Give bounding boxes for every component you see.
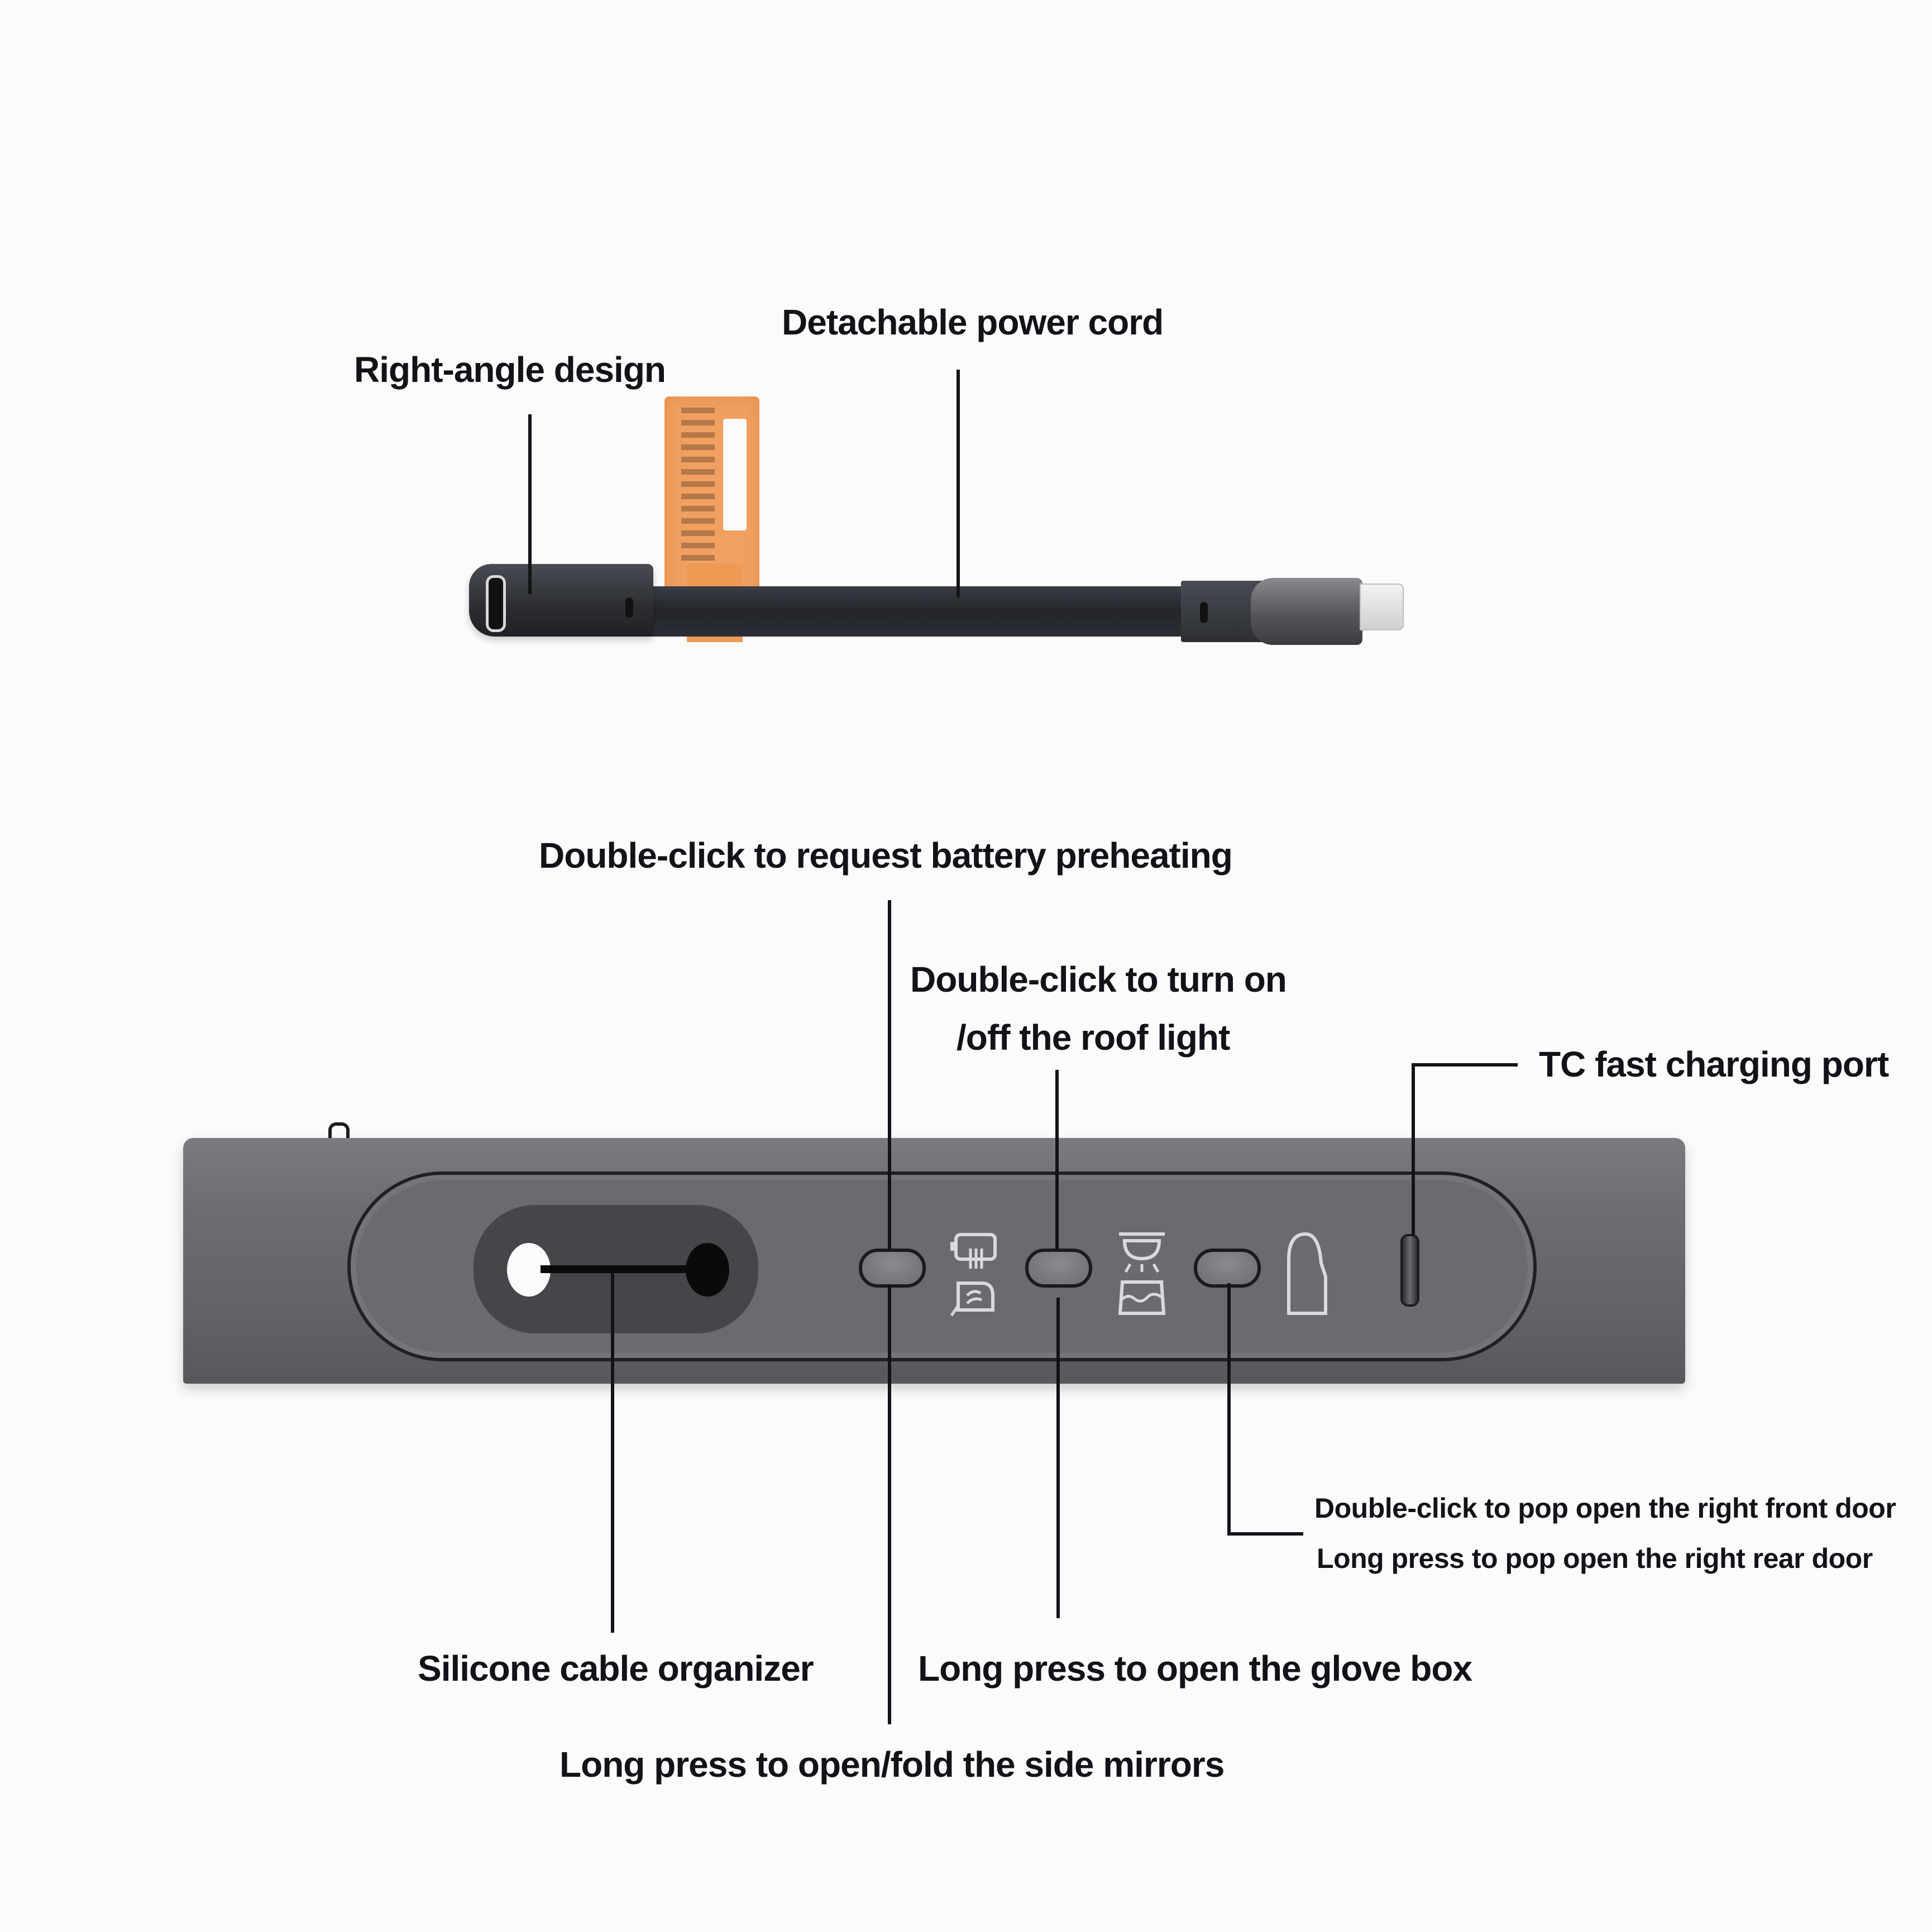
label-tc-fast-charging-port: TC fast charging port — [1539, 1044, 1889, 1084]
button-right-doors[interactable] — [1194, 1249, 1261, 1288]
connector-slot — [625, 597, 633, 618]
label-roof-light-line1: Double-click to turn on — [910, 959, 1287, 1000]
label-glove-box: Long press to open the glove box — [918, 1648, 1472, 1689]
flat-cable — [642, 586, 1189, 637]
usb-c-male-plug — [1360, 584, 1404, 630]
label-right-rear-door: Long press to pop open the right rear do… — [1317, 1543, 1873, 1574]
roof-light-icon — [1119, 1232, 1165, 1273]
usb-c-female-port-icon — [486, 575, 506, 632]
collar-slot — [1200, 602, 1208, 623]
tc-fast-charging-port[interactable] — [1400, 1234, 1419, 1307]
leader-detachable — [957, 370, 960, 597]
right-angle-connector — [469, 564, 653, 637]
button-roof-light-glove-box[interactable] — [1025, 1249, 1092, 1288]
label-detachable-power-cord: Detachable power cord — [782, 302, 1164, 342]
plug-metal-sleeve — [1251, 578, 1362, 645]
tag-label-window — [723, 419, 747, 530]
car-door-icon — [1287, 1232, 1327, 1315]
label-battery-preheat: Double-click to request battery preheati… — [539, 835, 1233, 876]
organizer-slit — [541, 1265, 702, 1273]
leader-right-angle — [528, 414, 532, 594]
leader-tc-port-horizontal — [1412, 1063, 1518, 1067]
organizer-hole-right — [686, 1243, 729, 1297]
detachable-power-cord-illustration — [0, 0, 1932, 726]
leader-tc-port-vertical — [1412, 1063, 1415, 1235]
leader-roof-light — [1055, 1070, 1059, 1250]
label-roof-light-line2: /off the roof light — [957, 1017, 1230, 1058]
tag-printed-text — [681, 408, 715, 564]
panel-clip-hook — [328, 1122, 350, 1148]
leader-organizer — [611, 1272, 614, 1633]
leader-side-mirrors — [888, 1284, 891, 1724]
label-right-angle-design: Right-angle design — [354, 350, 666, 390]
label-right-front-door: Double-click to pop open the right front… — [1314, 1493, 1896, 1524]
leader-doors-horizontal — [1227, 1532, 1303, 1536]
side-mirror-icon — [950, 1281, 994, 1317]
silicone-cable-organizer[interactable] — [474, 1205, 758, 1333]
button-battery-preheat-side-mirror[interactable] — [859, 1249, 926, 1288]
leader-battery-preheat — [888, 900, 891, 1250]
leader-doors-vertical — [1227, 1283, 1231, 1536]
glove-box-icon — [1118, 1280, 1166, 1315]
label-side-mirrors: Long press to open/fold the side mirrors — [559, 1744, 1225, 1785]
leader-glove-box — [1056, 1298, 1060, 1618]
battery-heat-icon — [950, 1233, 997, 1269]
label-silicone-cable-organizer: Silicone cable organizer — [418, 1648, 814, 1689]
